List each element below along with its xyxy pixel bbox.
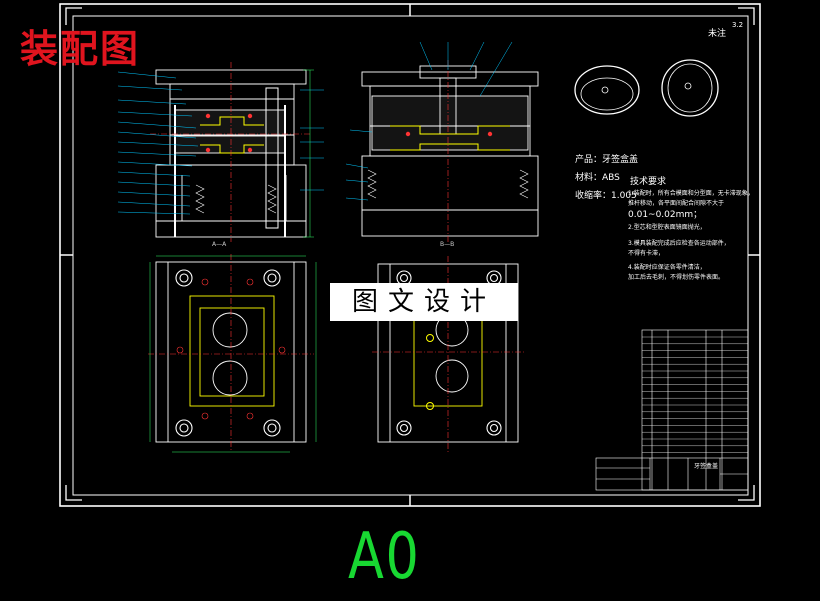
product-name: 产品：牙签盒盖 [575,155,639,165]
section-b-leaders [345,41,513,201]
assembly-drawing-title: 装配图 [20,26,141,71]
plan-left-dimensions [149,255,317,453]
section-a-leaders [117,71,324,215]
surface-note: 未注 [708,29,727,39]
tech-line-7: 4.装配时应保证各零件清洁， [628,264,706,271]
section-label-b: B—B [440,241,455,248]
section-view-b [361,60,539,242]
tech-line-5: 3.模具装配完成后应检查各运动部件， [628,240,730,247]
tech-line-8: 加工后去毛刺，不得划伤零件表面。 [628,274,725,281]
title-block [595,457,749,491]
roughness-value: 3.2 [732,21,744,29]
section-a-dimensions [303,69,314,238]
sheet-frame [59,3,761,507]
section-view-a [150,62,312,242]
bom-table [641,329,749,491]
bom-rows [642,336,748,453]
tech-line-6: 不得有卡滞， [628,250,665,257]
watermark: 图文设计 [330,283,518,321]
tech-line-1: 1.装配时，所有合模面和分型面，无卡滞现象， [628,190,754,197]
tech-line-4: 2.型芯和型腔表面镜面抛光， [628,224,706,231]
section-label-a: A—A [212,241,227,248]
tech-line-2: 推杆移动，各平面间配合间隙不大于 [628,200,725,207]
tech-requirements-heading: 技术要求 [630,177,667,187]
tech-line-3: 0.01~0.02mm； [628,210,703,220]
title-block-part-name: 牙签盒盖 [694,463,719,470]
product-shrink: 收缩率：1.005 [575,191,637,201]
plan-view-left [148,254,314,452]
product-sketch [574,59,719,117]
product-material: 材料：ABS [575,173,620,183]
sheet-size-label: A0 [348,520,421,594]
